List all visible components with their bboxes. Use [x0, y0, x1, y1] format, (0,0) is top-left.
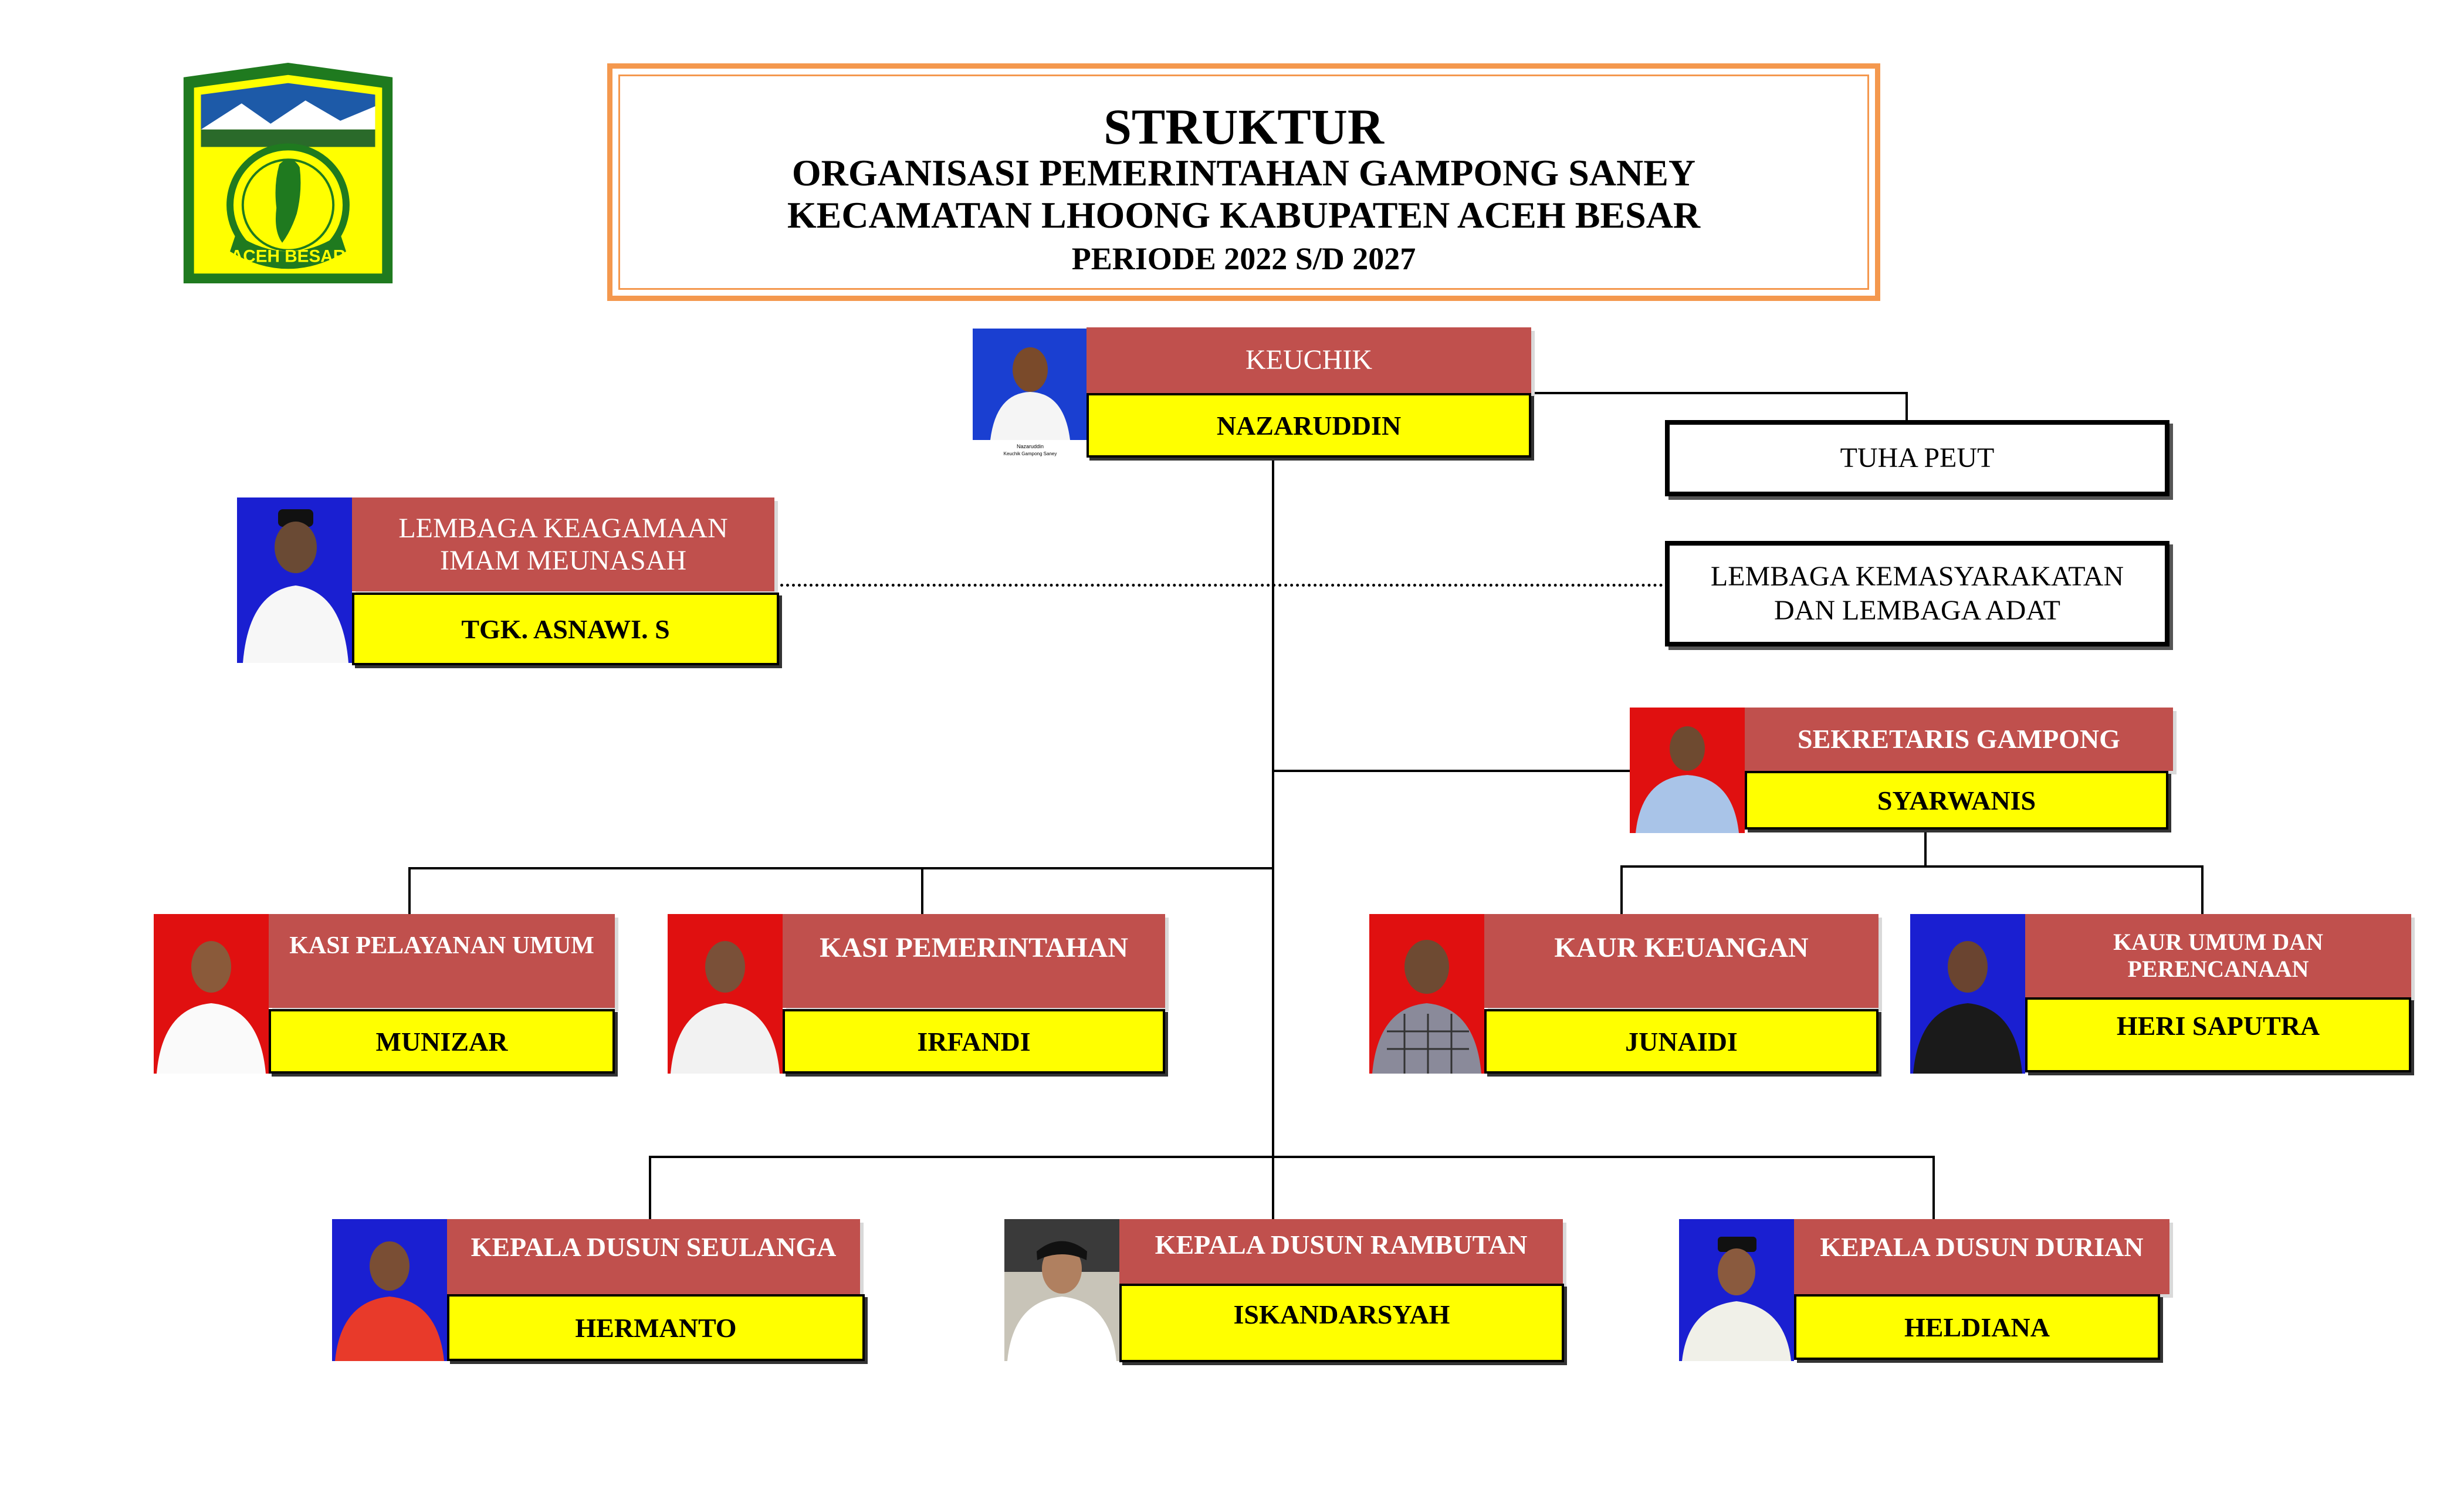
kadus-rambutan-role: KEPALA DUSUN RAMBUTAN — [1119, 1219, 1563, 1284]
lembaga-kemasyarakatan-box: LEMBAGA KEMASYARAKATAN DAN LEMBAGA ADAT — [1665, 541, 2169, 647]
sekretaris-role: SEKRETARIS GAMPONG — [1745, 708, 2173, 771]
kadus-durian-photo — [1679, 1219, 1794, 1361]
sekretaris-photo — [1630, 708, 1745, 833]
line-dusun-durian-drop — [1932, 1156, 1935, 1220]
trunk-line — [1272, 458, 1274, 1297]
kadus-seulanga-name: HERMANTO — [447, 1294, 865, 1361]
title-line-3: KECAMATAN LHOONG KABUPATEN ACEH BESAR — [787, 194, 1701, 236]
page-title: STRUKTUR — [1104, 99, 1384, 155]
line-kaur-umum-drop — [2201, 865, 2204, 915]
kasi-pemerintahan-photo — [668, 914, 783, 1074]
imam-photo — [237, 497, 352, 663]
kadus-durian-name: HELDIANA — [1794, 1294, 2160, 1360]
kadus-rambutan-name: ISKANDARSYAH — [1119, 1284, 1564, 1362]
kaur-keuangan-role: KAUR KEUANGAN — [1484, 914, 1879, 1008]
sekretaris-name: SYARWANIS — [1745, 771, 2168, 830]
keuchik-name: NAZARUDDIN — [1087, 393, 1531, 458]
kasi-pelayanan-role: KASI PELAYANAN UMUM — [269, 914, 615, 1008]
aceh-besar-logo: ACEH BESAR — [171, 60, 405, 286]
dotted-line-imam-lembaga — [780, 584, 1669, 587]
line-kaur-branch — [1620, 865, 2204, 868]
svg-text:Nazaruddin: Nazaruddin — [1017, 444, 1044, 449]
keuchik-role: KEUCHIK — [1087, 327, 1531, 393]
kasi-pelayanan-name: MUNIZAR — [269, 1009, 615, 1074]
imam-role: LEMBAGA KEAGAMAAN IMAM MEUNASAH — [352, 497, 774, 591]
kaur-keuangan-photo — [1369, 914, 1484, 1074]
tuha-peut-box: TUHA PEUT — [1665, 420, 2169, 496]
line-keuchik-tuhapeut — [1531, 392, 1907, 394]
kaur-umum-role-line1: KAUR UMUM DAN — [2113, 929, 2323, 955]
kadus-seulanga-photo — [332, 1219, 447, 1361]
line-kasi-pelayanan-drop — [408, 867, 411, 914]
imam-name: TGK. ASNAWI. S — [352, 593, 779, 665]
line-tuhapeut-drop — [1905, 392, 1908, 421]
kaur-umum-name: HERI SAPUTRA — [2025, 997, 2411, 1072]
tuha-peut-label: TUHA PEUT — [1840, 442, 1995, 474]
lembaga-kemasyarakatan-line2: DAN LEMBAGA ADAT — [1773, 595, 2060, 626]
line-trunk-sekretaris — [1272, 770, 1636, 772]
imam-role-line1: LEMBAGA KEAGAMAAN — [398, 512, 728, 544]
kaur-keuangan-name: JUNAIDI — [1484, 1009, 1879, 1074]
kaur-umum-role-line2: PERENCANAAN — [2127, 956, 2309, 982]
logo-text: ACEH BESAR — [231, 246, 346, 266]
kadus-rambutan-photo — [1004, 1219, 1119, 1361]
kaur-umum-role: KAUR UMUM DAN PERENCANAAN — [2025, 914, 2411, 997]
line-kasi-pemerintahan-drop — [921, 867, 923, 914]
line-dusun-seulanga-drop — [649, 1156, 651, 1220]
svg-text:Keuchik Gampong Saney: Keuchik Gampong Saney — [1004, 451, 1057, 456]
keuchik-photo: Nazaruddin Keuchik Gampong Saney — [973, 329, 1088, 459]
kasi-pelayanan-photo — [154, 914, 269, 1074]
lembaga-kemasyarakatan-line1: LEMBAGA KEMASYARAKATAN — [1710, 561, 2124, 593]
kasi-pemerintahan-name: IRFANDI — [783, 1009, 1165, 1074]
title-period: PERIODE 2022 S/D 2027 — [1071, 241, 1416, 276]
line-dusun-branch — [649, 1156, 1935, 1158]
kadus-durian-role: KEPALA DUSUN DURIAN — [1794, 1219, 2169, 1294]
line-sekretaris-drop — [1924, 828, 1927, 867]
kasi-pemerintahan-role: KASI PEMERINTAHAN — [783, 914, 1165, 1008]
line-kaur-keuangan-drop — [1620, 865, 1623, 915]
title-box: STRUKTUR ORGANISASI PEMERINTAHAN GAMPONG… — [607, 63, 1880, 301]
title-line-2: ORGANISASI PEMERINTAHAN GAMPONG SANEY — [791, 152, 1696, 194]
imam-role-line2: IMAM MEUNASAH — [439, 545, 686, 576]
line-kasi-branch — [408, 867, 1274, 869]
kaur-umum-photo — [1910, 914, 2025, 1074]
kadus-seulanga-role: KEPALA DUSUN SEULANGA — [447, 1219, 860, 1294]
